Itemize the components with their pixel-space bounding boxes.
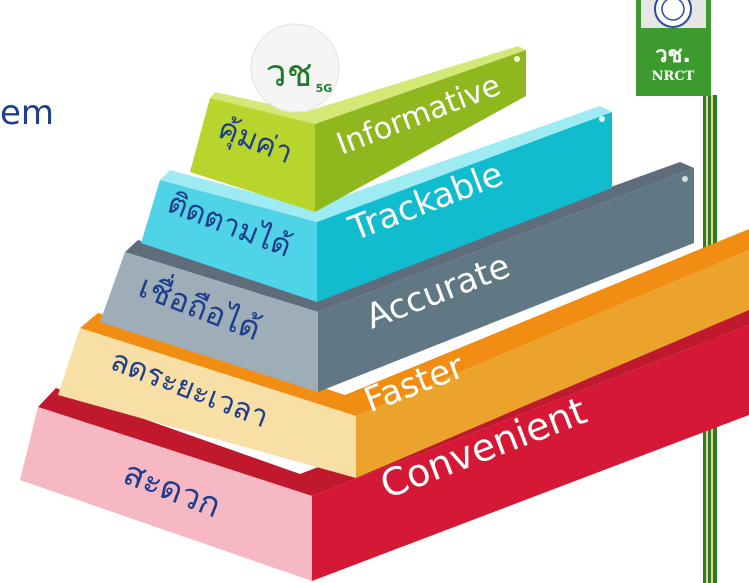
page-title-fragment: em <box>0 93 55 133</box>
vc-logo-sub: 5G <box>316 82 333 95</box>
vc-logo-text: วช <box>265 51 312 95</box>
vc-5g-logo: วช 5G <box>250 23 340 113</box>
nrct-thai-label: วช. <box>655 43 691 68</box>
nrct-english-label: NRCT <box>652 69 695 84</box>
nrct-logo: วช. NRCT <box>636 0 711 96</box>
